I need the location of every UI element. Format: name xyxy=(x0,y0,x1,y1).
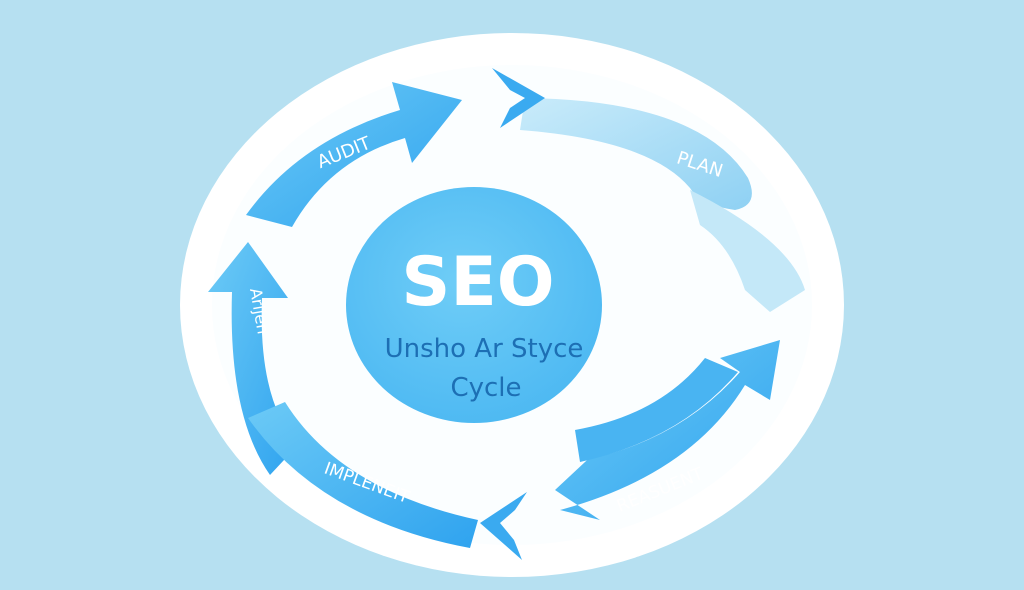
audit-arrow xyxy=(246,82,462,227)
measure-arrow xyxy=(555,340,780,520)
plan-arrow xyxy=(520,98,752,210)
center-title: SEO xyxy=(401,243,554,322)
center-subtitle: Unsho Ar Styce xyxy=(385,334,584,364)
chevron-left-icon xyxy=(480,492,527,560)
implement-arrow xyxy=(248,402,478,548)
measure-arrow-body xyxy=(575,358,738,462)
chevron-right-icon xyxy=(492,68,545,128)
center-hub xyxy=(346,187,602,423)
center-caption: Cycle xyxy=(450,373,521,403)
plan-arrow-tail xyxy=(690,190,805,312)
